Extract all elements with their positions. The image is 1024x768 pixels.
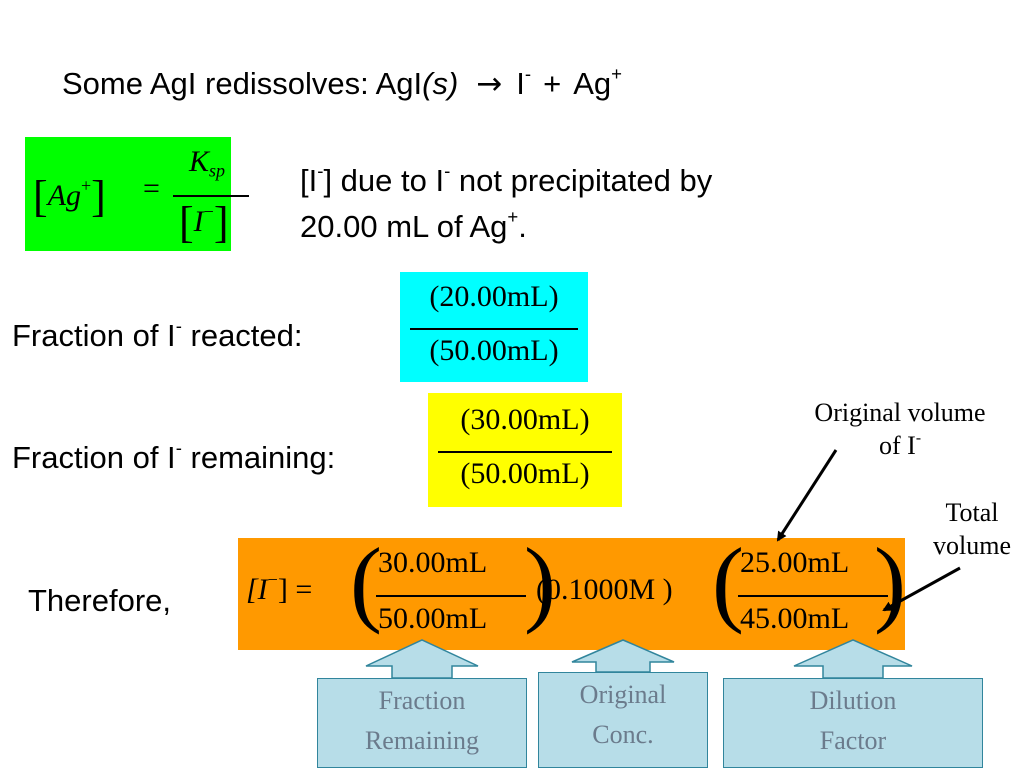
den-charge: − <box>203 201 214 222</box>
lhs-charge: + <box>80 175 92 196</box>
title-ion1: I <box>516 66 525 101</box>
fraction-reacted-denominator: (50.00mL) <box>429 334 559 367</box>
therefore-label: Therefore, <box>28 583 172 618</box>
lhs-open-bracket: [ <box>33 172 48 221</box>
desc-l1a: [I <box>300 163 318 198</box>
fraction-remaining-denominator: (50.00mL) <box>460 457 590 490</box>
fr-label-a: Fraction of I <box>12 318 176 353</box>
den-open-bracket: [ <box>179 198 194 247</box>
ann-orig-line2: of I- <box>780 429 1020 462</box>
ann-orig-sup: - <box>915 429 922 447</box>
fraction-remaining-bar <box>438 451 612 453</box>
fraction-reacted-box: (20.00mL) (50.00mL) <box>400 272 588 382</box>
frac1-bar <box>376 595 526 597</box>
ksp-k: K <box>189 145 210 178</box>
frac2-bar <box>738 595 888 597</box>
annotation-total-volume: Total volume <box>912 496 1024 562</box>
frm-label-sup: - <box>175 437 182 459</box>
title-state: (s) <box>422 66 459 101</box>
title-plus: + <box>543 66 562 101</box>
frac1-right-paren: ) <box>524 528 556 635</box>
callout-rem-line2: Remaining <box>364 726 480 755</box>
den-species: I <box>193 205 204 238</box>
block-arrow-dilution <box>793 639 913 679</box>
ksp-lhs: [Ag+] <box>33 171 106 222</box>
desc-l1-sup1: - <box>317 160 324 182</box>
lhs-species: Ag <box>47 179 81 212</box>
fraction-reacted-bar <box>410 328 578 330</box>
final-equation-box: [I−] = ( 30.00mL 50.00mL ) (0.1000M ) ( … <box>238 534 906 650</box>
ksp-sub: sp <box>209 160 226 181</box>
final-lhs-charge: − <box>267 569 278 590</box>
ksp-equals: = <box>143 172 160 205</box>
ksp-denominator: [I−] <box>179 197 228 248</box>
fraction-remaining-numerator: (30.00mL) <box>460 403 590 436</box>
ann-orig-line1: Original volume <box>814 398 986 427</box>
fr-label-b: reacted: <box>181 318 303 353</box>
annotation-original-volume: Original volume of I- <box>780 396 1020 462</box>
title-ion1-charge: - <box>524 63 532 85</box>
fr-label-sup: - <box>175 315 182 337</box>
reaction-arrow: → <box>476 66 503 102</box>
fraction-reacted-label: Fraction of I- reacted: <box>12 315 303 354</box>
callout-rem-line1: Fraction <box>378 686 466 715</box>
frac2-denominator: 45.00mL <box>740 602 850 635</box>
frm-label-b: remaining: <box>181 440 336 475</box>
callout-conc-line2: Conc. <box>592 720 654 749</box>
frac2-numerator: 25.00mL <box>740 546 850 579</box>
description-line2: 20.00 mL of Ag+. <box>300 204 712 250</box>
ann-total-line1: Total <box>945 498 999 527</box>
callout-dil-line1: Dilution <box>809 686 897 715</box>
ksp-fraction-bar <box>173 195 249 197</box>
block-arrow-remaining <box>365 639 479 679</box>
fraction-remaining-box: (30.00mL) (50.00mL) <box>428 393 622 507</box>
original-concentration: (0.1000M ) <box>536 573 673 606</box>
desc-l1-sup2: - <box>444 160 451 182</box>
desc-l2a: 20.00 mL of Ag <box>300 209 508 244</box>
ksp-equation-box: [Ag+] = Ksp [I−] <box>25 137 249 251</box>
arrow-total-volume <box>882 566 961 612</box>
callout-dilution-factor: Dilution Factor <box>723 678 983 768</box>
desc-l1c: not precipitated by <box>450 163 713 198</box>
title-ion2: Ag <box>573 66 612 101</box>
desc-l2-sup: + <box>507 206 519 228</box>
title-reaction: Some AgI redissolves: AgI(s)→I-+Ag+ <box>62 63 622 102</box>
final-lhs: [I−] = <box>246 569 313 607</box>
lhs-close-bracket: ] <box>91 172 106 221</box>
title-ion2-charge: + <box>611 63 622 85</box>
block-arrow-conc <box>571 639 675 673</box>
frac2-left-paren: ( <box>712 528 744 635</box>
callout-conc-line1: Original <box>579 680 667 709</box>
description-text: [I-] due to I- not precipitated by 20.00… <box>300 158 712 250</box>
callout-dil-line2: Factor <box>819 726 887 755</box>
title-prefix: Some AgI redissolves: AgI <box>62 66 423 101</box>
frac1-left-paren: ( <box>350 528 382 635</box>
frac1-denominator: 50.00mL <box>378 602 488 635</box>
den-close-bracket: ] <box>213 198 229 247</box>
ann-orig-line2-text: of I <box>878 431 916 460</box>
frac1-numerator: 30.00mL <box>378 546 488 579</box>
ann-total-line2: volume <box>933 531 1011 560</box>
callout-original-conc: Original Conc. <box>538 672 708 768</box>
final-lhs-close: ] = <box>277 573 313 606</box>
desc-l1b: ] due to I <box>323 163 445 198</box>
frm-label-a: Fraction of I <box>12 440 176 475</box>
frac2-right-paren: ) <box>874 528 906 635</box>
ksp-numerator: Ksp <box>189 145 225 179</box>
desc-l2b: . <box>518 209 527 244</box>
fraction-reacted-numerator: (20.00mL) <box>429 280 559 313</box>
fraction-remaining-label: Fraction of I- remaining: <box>12 437 336 476</box>
arrow-original-volume <box>776 449 838 542</box>
final-lhs-text: [I <box>246 573 268 606</box>
description-line1: [I-] due to I- not precipitated by <box>300 158 712 204</box>
callout-fraction-remaining: Fraction Remaining <box>317 678 527 768</box>
